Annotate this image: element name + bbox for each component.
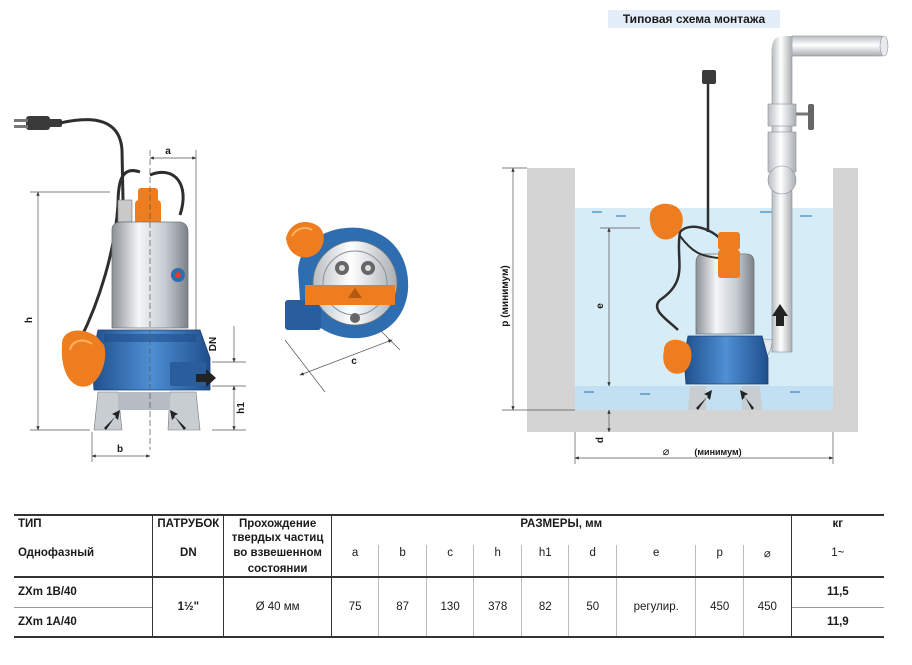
header-outlet: ПАТРУБОК [152,515,224,531]
weight-value: 11,9 [790,607,884,637]
table-row: ZXm 1B/40 1½" Ø 40 мм 75 87 130 378 82 5… [14,577,884,637]
dim-value-d: 50 [568,577,617,637]
label-e: e [595,303,606,309]
label-c: c [351,356,357,367]
header-dims: РАЗМЕРЫ, мм [330,515,792,531]
dim-value-p: 450 [695,577,744,637]
weight-value: 11,5 [790,577,884,607]
label-dn: DN [208,337,219,351]
dim-col-width: ⌀ [743,545,792,561]
dim-col-p: p [695,545,744,561]
dim-col-e: e [615,545,696,561]
spec-table: ТИП ПАТРУБОК Прохождение РАЗМЕРЫ, мм кг … [14,514,884,638]
header-kg: кг [790,515,884,531]
installation-scheme: Типовая схема монтажа [500,10,889,464]
dim-value-e: регулир. [615,577,696,637]
header-solids-1: Прохождение [223,515,332,531]
dim-value-b: 87 [378,577,427,637]
dim-col-b: b [378,545,427,561]
solids-value: Ø 40 мм [223,577,332,637]
dim-col-h: h [473,545,522,561]
header-solids-3: во взвешенном [223,545,332,561]
model-name: ZXm 1A/40 [18,615,77,628]
header-solids-2: твердых частиц [223,531,332,545]
label-a: a [165,146,171,157]
plug-icon [14,116,62,130]
pump-drawings: a b h DN h1 c Типовая схема монтажа [14,10,889,464]
header-phase: 1~ [790,545,884,561]
label-width-symbol: ⌀ [663,446,670,458]
dim-value-h1: 82 [521,577,569,637]
pump-bottom-view: c [284,222,409,393]
header-solids-4: состоянии [223,561,332,577]
header-dn: DN [152,545,224,561]
label-p: p (минимум) [500,265,511,326]
model-name: ZXm 1B/40 [18,586,77,599]
header-type: ТИП [18,517,42,530]
dim-col-d: d [568,545,617,561]
label-h: h [24,317,35,323]
dim-value-a: 75 [330,577,379,637]
dim-value-width: 450 [743,577,792,637]
label-d: d [595,437,606,443]
dn-value: 1½" [152,577,224,637]
dim-col-h1: h1 [521,545,569,561]
install-title: Типовая схема монтажа [623,12,766,26]
dim-col-a: a [330,545,379,561]
dim-value-h: 378 [473,577,522,637]
dim-col-c: c [425,545,474,561]
pump-front-view: a b h DN h1 [14,116,247,462]
label-width-min: (минимум) [694,447,741,457]
dim-value-c: 130 [425,577,474,637]
label-h1: h1 [236,402,247,414]
header-single-phase: Однофазный [18,547,95,559]
label-b: b [117,444,123,455]
